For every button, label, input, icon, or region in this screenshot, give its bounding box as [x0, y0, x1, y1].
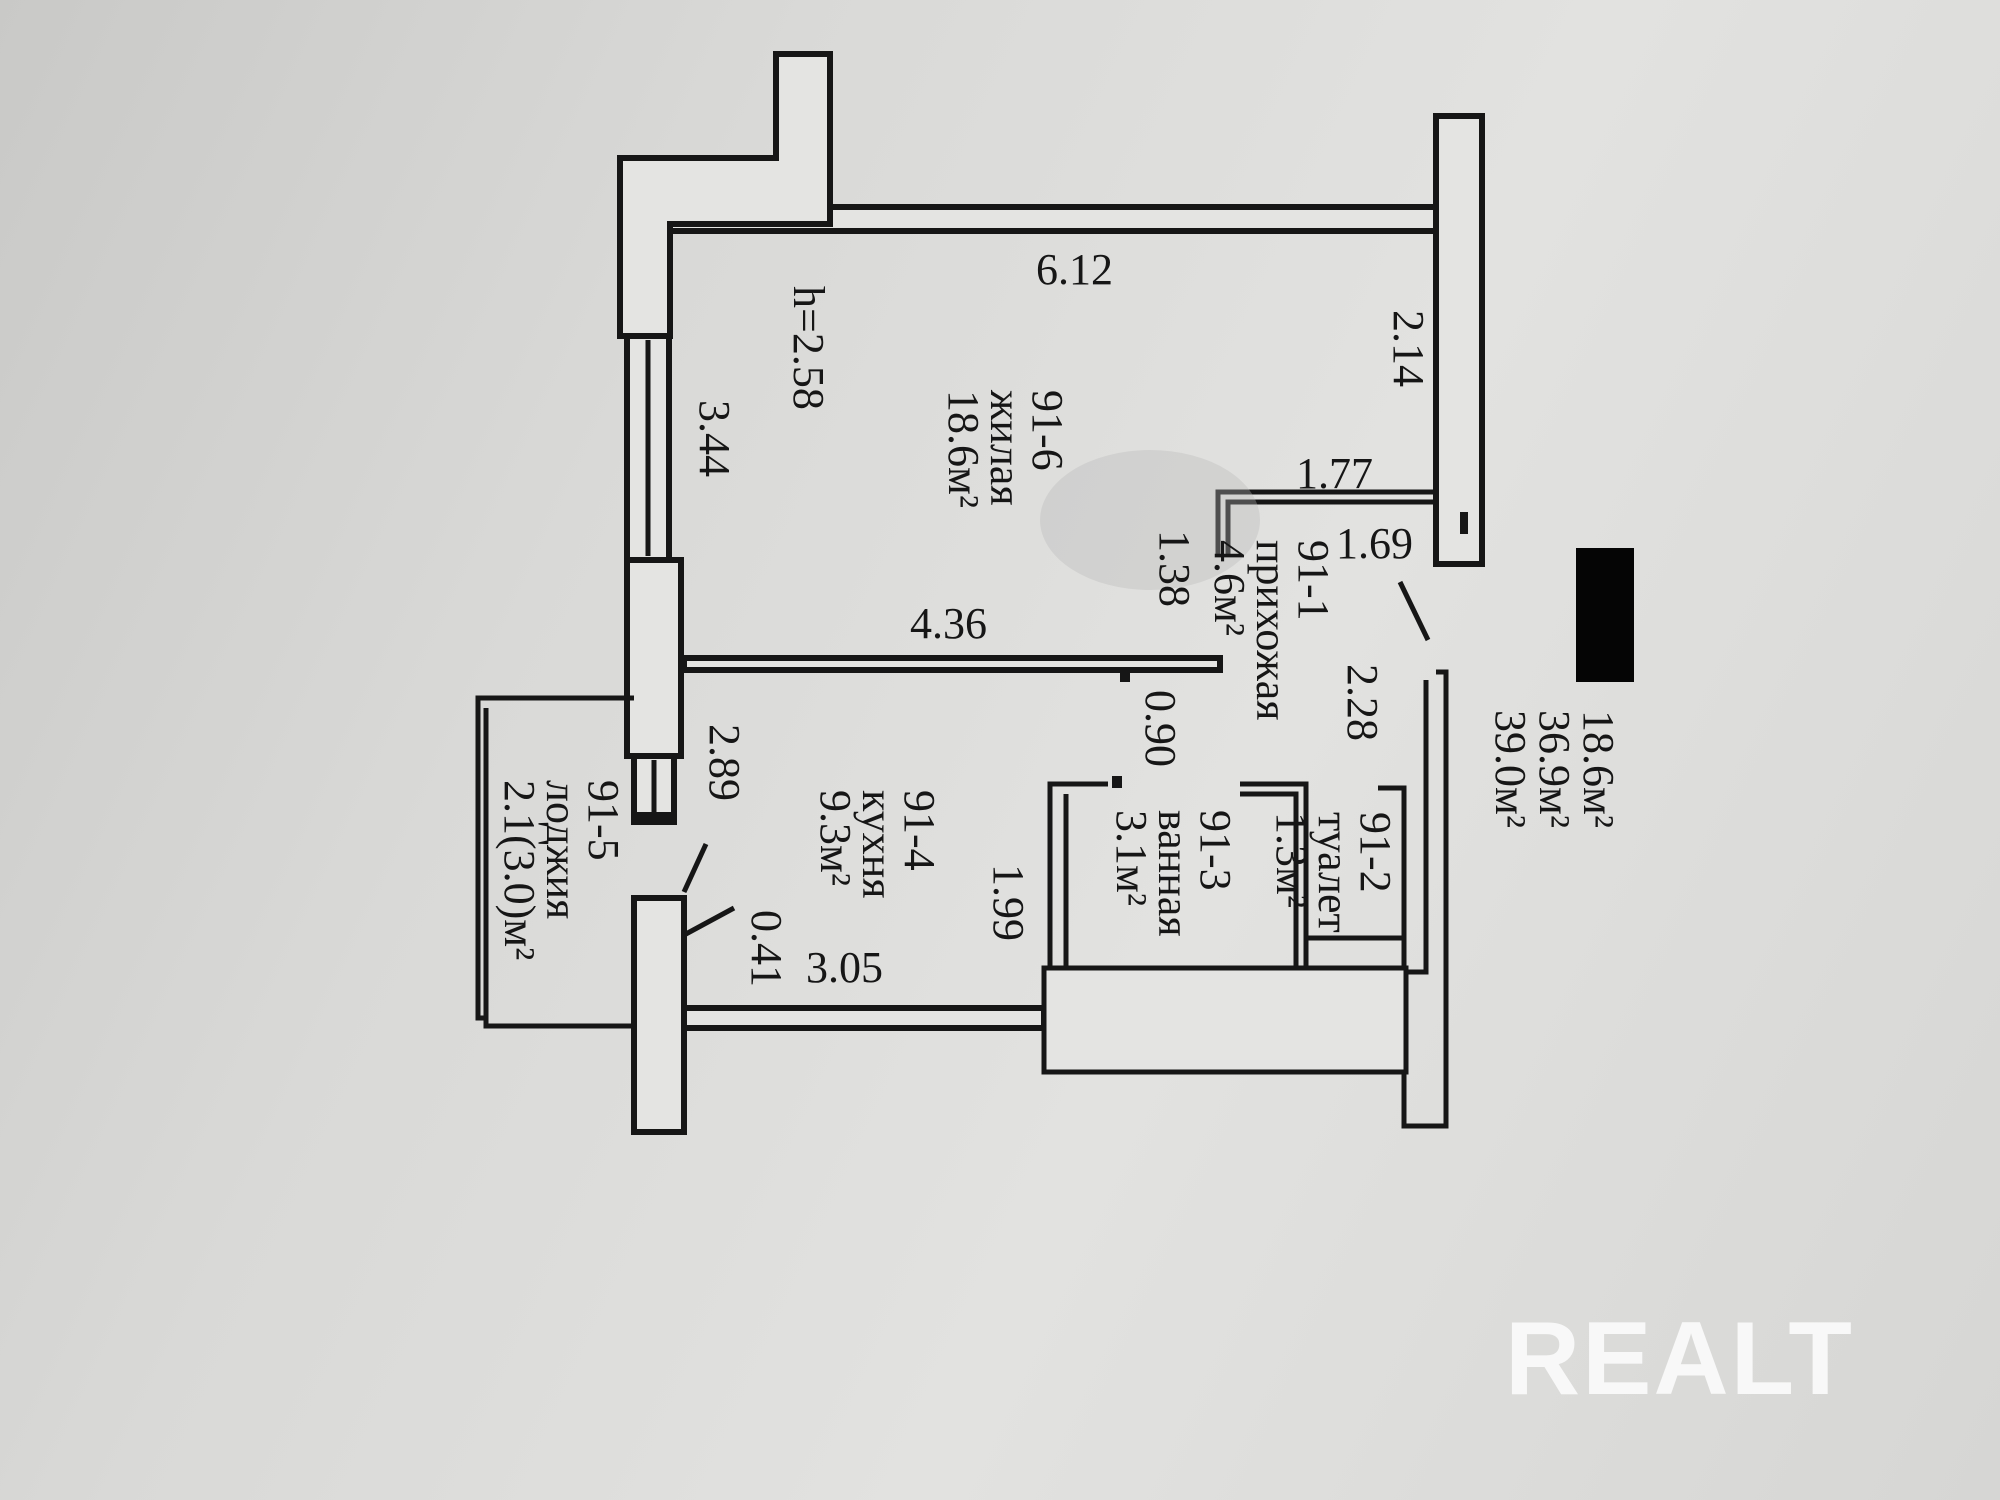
dim-kitchen-side: 2.89	[700, 724, 749, 801]
service-shaft	[1041, 965, 1409, 1075]
loggia-outline	[475, 695, 634, 1029]
dim-living-side: 3.44	[690, 400, 739, 477]
room-name: ванная	[1149, 810, 1198, 937]
window-sill	[634, 812, 676, 822]
paper-smudge	[1040, 450, 1260, 590]
dim-partition: 4.36	[910, 599, 987, 648]
dim-top-wall: 6.12	[1036, 245, 1113, 294]
room-name: лоджия	[537, 780, 586, 920]
ceiling-height: h=2.58	[784, 286, 833, 410]
dim-bath-side: 1.99	[984, 864, 1033, 941]
lower-left-wall	[631, 895, 687, 1135]
dim-hall-depth: 1.38	[1150, 530, 1199, 607]
room-area: 4.6м²	[1205, 540, 1254, 637]
room-id: 91-6	[1023, 390, 1072, 471]
room-area: 18.6м²	[939, 390, 988, 509]
realt-watermark-logo: REALT	[1505, 1301, 1854, 1417]
room-label-loggia: 91-5 лоджия 2.1(3.0)м²	[495, 780, 628, 961]
balcony-door	[681, 842, 709, 894]
room-label-hall: 91-1 прихожая 4.6м²	[1205, 540, 1338, 721]
room-label-living: 91-6 жилая 18.6м²	[939, 390, 1072, 509]
dim-kitchen-small: 0.41	[742, 910, 791, 987]
room-label-toilet: 91-2 туалет 1.3м²	[1267, 812, 1400, 933]
dim-bath-door: 0.90	[1136, 690, 1185, 767]
dim-hall-width-a: 1.77	[1296, 449, 1373, 498]
hall-stub-wall	[1225, 499, 1436, 554]
bathroom-wall-left	[1047, 781, 1108, 968]
dim-hall-lower: 2.28	[1338, 664, 1387, 741]
bathroom-wall-right-inner	[1240, 791, 1299, 968]
area-totals: 18.6м² 36.9м² 39.0м²	[1486, 710, 1623, 829]
room-name: прихожая	[1247, 540, 1296, 721]
dim-kitchen-bottom: 3.05	[806, 943, 883, 992]
hall-stub-wall-inner	[1215, 489, 1436, 554]
room-area: 3.1м²	[1107, 810, 1156, 907]
total-area-with-loggia: 39.0м²	[1486, 710, 1535, 829]
entrance-door	[1397, 580, 1431, 642]
toilet-right-wall	[1404, 680, 1429, 975]
room-id: 91-5	[579, 780, 628, 861]
room-name: жилая	[981, 390, 1030, 506]
room-id: 91-4	[895, 790, 944, 871]
bathroom-wall-right	[1240, 781, 1309, 968]
room-area: 9.3м²	[811, 790, 860, 887]
room-label-kitchen: 91-4 кухня 9.3м²	[811, 790, 944, 899]
room-label-bathroom: 91-3 ванная 3.1м²	[1107, 810, 1240, 937]
room-id: 91-1	[1289, 540, 1338, 621]
partition-wall	[681, 655, 1223, 673]
wall-marker	[1460, 512, 1468, 534]
dim-hall-right-upper: 2.14	[1384, 310, 1433, 387]
right-wall	[1433, 113, 1485, 567]
room-id: 91-2	[1351, 812, 1400, 893]
total-living-area: 18.6м²	[1574, 710, 1623, 829]
room-name: кухня	[853, 790, 902, 899]
bath-door-marker	[1112, 776, 1122, 788]
door-marker	[1120, 670, 1130, 682]
room-area: 2.1(3.0)м²	[495, 780, 544, 961]
room-area: 1.3м²	[1267, 812, 1316, 909]
redaction-box	[1576, 548, 1634, 682]
room-name: туалет	[1309, 812, 1358, 933]
left-wall-segment	[624, 557, 684, 759]
kitchen-bottom-wall	[681, 1005, 1047, 1031]
room-id: 91-3	[1191, 810, 1240, 891]
toilet-door-wall	[1378, 785, 1407, 968]
dim-hall-width-b: 1.69	[1336, 519, 1413, 568]
total-area: 36.9м²	[1530, 710, 1579, 829]
